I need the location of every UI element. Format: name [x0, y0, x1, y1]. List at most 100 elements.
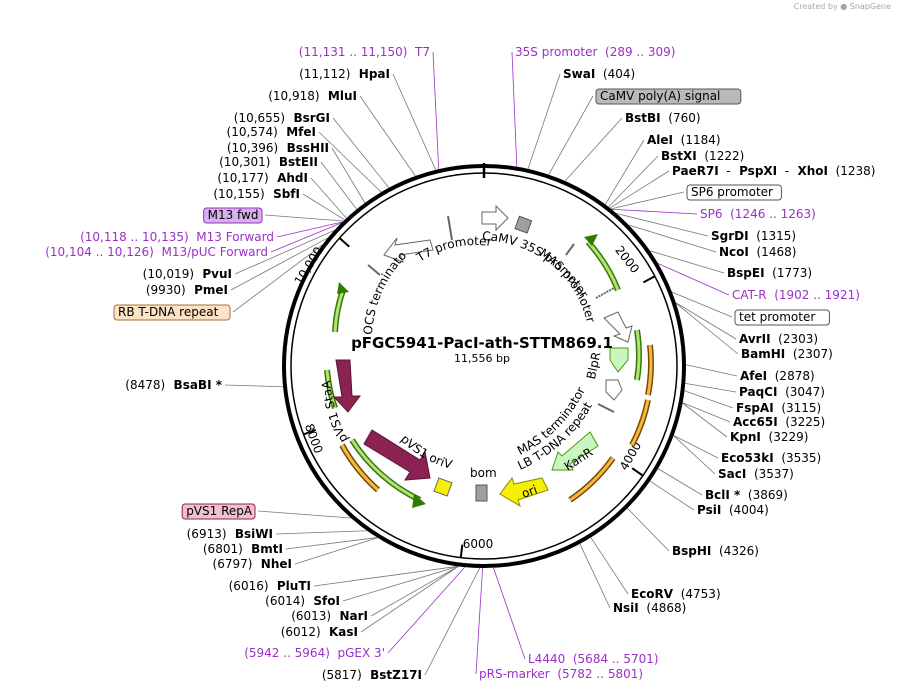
svg-text:(10,177) AhdI: (10,177) AhdI: [217, 171, 308, 185]
site-label: AleI: [647, 133, 673, 147]
map-label-l1: (11,112) HpaI: [299, 67, 390, 81]
map-label-l17: (6913) BsiWI: [187, 527, 273, 541]
svg-text:(6797) NheI: (6797) NheI: [213, 557, 292, 571]
site-label: SwaI: [563, 67, 595, 81]
site-label: AvrII: [739, 332, 771, 346]
position-label: (6797): [213, 557, 253, 571]
position-label: M13 Forward: [189, 230, 274, 244]
feature-box-label: tet promoter: [739, 310, 815, 324]
svg-text:(10,918) MluI: (10,918) MluI: [268, 89, 357, 103]
map-label-l20: (6016) PluTI: [229, 579, 311, 593]
svg-text:BclI * (3869): BclI * (3869): [705, 488, 788, 502]
site-label: PmeI: [186, 283, 228, 297]
leader-line: [270, 222, 342, 253]
ori-arrow: [499, 476, 549, 508]
feature-box-label: CaMV poly(A) signal: [600, 89, 720, 103]
site-label: pRS-marker: [479, 667, 550, 681]
svg-text:SwaI (404): SwaI (404): [563, 67, 635, 81]
site-label: Eco53kI: [721, 451, 774, 465]
position-label: (11,112): [299, 67, 350, 81]
credit-brand: SnapGene: [849, 2, 891, 11]
leader-line: [610, 191, 685, 210]
svg-text:EcoRV (4753): EcoRV (4753): [631, 587, 721, 601]
leader-line: [294, 537, 378, 565]
kanr-arrow: [551, 431, 599, 471]
labels-left: (11,131 .. 11,150) T7(11,112) HpaI(10,91…: [45, 45, 430, 682]
svg-text:(9930) PmeI: (9930) PmeI: [146, 283, 228, 297]
svg-text:KpnI (3229): KpnI (3229): [730, 430, 808, 444]
position-label: L4440: [528, 652, 565, 666]
svg-text:L4440 (5684 .. 5701): L4440 (5684 .. 5701): [528, 652, 659, 666]
leader-line: [230, 237, 328, 291]
position-label: (760): [661, 111, 701, 125]
map-label-l11: (10,104 .. 10,126) M13/pUC Forward: [45, 245, 268, 259]
tick-label: 4000: [617, 439, 644, 472]
position-label: (10,155): [213, 187, 264, 201]
map-label-r13: tet promoter: [734, 309, 830, 326]
svg-text:(10,019) PvuI: (10,019) PvuI: [143, 267, 232, 281]
pvs1-staa-arrow: [332, 359, 361, 413]
position-label: (3225): [778, 415, 826, 429]
map-label-r27: NsiI (4868): [613, 601, 686, 615]
site-label: BssHII: [278, 141, 329, 155]
svg-text:(6014) SfoI: (6014) SfoI: [265, 594, 340, 608]
map-label-r18: FspAI (3115): [736, 401, 821, 415]
position-label: 35S promoter: [515, 45, 597, 59]
site-label: AfeI: [740, 369, 767, 383]
position-label: (2307): [785, 347, 833, 361]
map-label-r4: AleI (1184): [647, 133, 721, 147]
leader-line: [275, 530, 368, 535]
map-label-r21: Eco53kI (3535): [721, 451, 821, 465]
map-label-l24: (5942 .. 5964) pGEX 3': [244, 646, 385, 660]
map-label-l23: (6012) KasI: [281, 625, 358, 639]
position-label: (1238): [828, 164, 876, 178]
svg-text:AvrII (2303): AvrII (2303): [739, 332, 818, 346]
site-label: BspEI: [727, 266, 765, 280]
bom-box: [475, 484, 488, 502]
svg-text:BspHI (4326): BspHI (4326): [672, 544, 759, 558]
leader-line: [527, 73, 561, 169]
svg-text:(8478) BsaBI *: (8478) BsaBI *: [125, 378, 222, 392]
leader-line: [493, 567, 526, 660]
pvs1-repa-arrow: [363, 429, 431, 481]
position-label: -: [719, 164, 731, 178]
map-label-r2: CaMV poly(A) signal: [595, 88, 742, 105]
svg-text:(10,118 .. 10,135) M13 Forwar: (10,118 .. 10,135) M13 Forward: [80, 230, 274, 244]
site-label: BstZ17I: [362, 668, 422, 682]
site-label: BsaBI *: [165, 378, 223, 392]
position-label: (1773): [765, 266, 813, 280]
svg-text:NcoI (1468): NcoI (1468): [719, 245, 796, 259]
site-label: NsiI: [613, 601, 639, 615]
position-label: (1184): [673, 133, 721, 147]
site-label: BamHI: [741, 347, 785, 361]
leader-line: [675, 302, 737, 340]
leader-line: [359, 95, 416, 177]
map-label-r10: NcoI (1468): [719, 245, 796, 259]
position-label: (1222): [697, 149, 745, 163]
position-label: (289 .. 309): [597, 45, 675, 59]
leader-line: [628, 224, 717, 253]
leader-line: [671, 291, 733, 318]
map-label-l6: (10,301) BstEII: [219, 155, 318, 169]
site-label: BspHI: [672, 544, 711, 558]
site-label: KasI: [321, 625, 358, 639]
svg-text:BspEI (1773): BspEI (1773): [727, 266, 812, 280]
tick-mark: [631, 467, 644, 477]
position-label: (10,104 .. 10,126): [45, 245, 154, 259]
ori-label: ori: [520, 482, 539, 500]
map-label-r8: SP6 (1246 .. 1263): [700, 207, 816, 221]
svg-text:(10,301) BstEII: (10,301) BstEII: [219, 155, 318, 169]
snapgene-logo-icon: ●: [840, 2, 848, 11]
map-label-l8: (10,155) SbfI: [213, 187, 300, 201]
position-label: (1902 .. 1921): [767, 288, 860, 302]
feature-box-label: SP6 promoter: [691, 185, 773, 199]
leader-line: [684, 390, 734, 409]
site-label: SbfI: [265, 187, 300, 201]
map-label-l5: (10,396) BssHII: [227, 141, 329, 155]
leader-line: [302, 193, 345, 221]
map-label-r17: PaqCI (3047): [739, 385, 825, 399]
blpr-arrow: [609, 347, 629, 373]
map-label-r25: BspHI (4326): [672, 544, 759, 558]
site-label: BsrGI: [285, 111, 330, 125]
site-label: SgrDI: [711, 229, 749, 243]
